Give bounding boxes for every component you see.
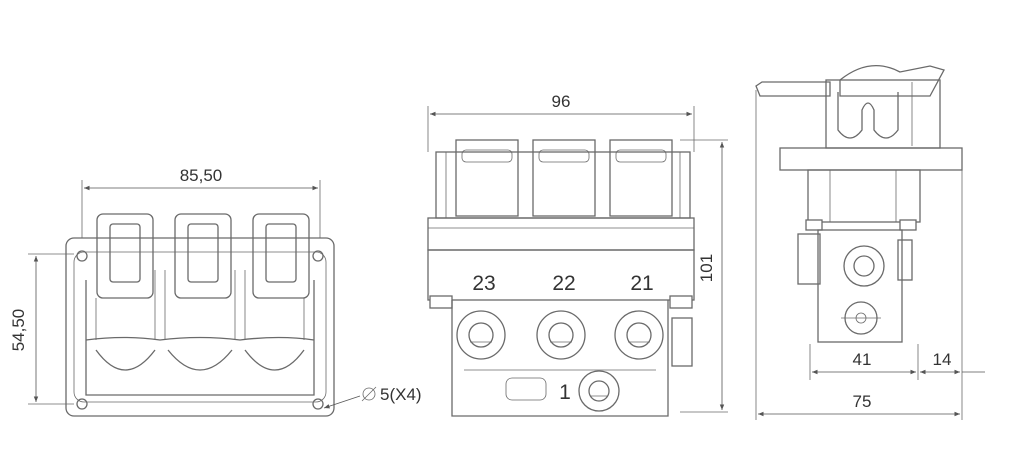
middle-view: 96 101 23 22 21 xyxy=(427,92,728,417)
diameter-symbol: ⌀ xyxy=(362,385,372,404)
hole-note: 5(X4) xyxy=(380,385,422,404)
front-view: 85,50 54,50 xyxy=(9,166,422,417)
terminal-label-23: 23 xyxy=(472,272,495,295)
middle-height-dim: 101 xyxy=(697,254,716,282)
terminal-label-21: 21 xyxy=(630,272,653,295)
side-dim-right: 14 xyxy=(933,350,952,369)
front-width-dim: 85,50 xyxy=(180,166,223,185)
terminal-label-22: 22 xyxy=(552,272,575,295)
front-height-dim: 54,50 xyxy=(9,309,28,352)
side-dim-overall: 75 xyxy=(853,392,872,411)
side-dim-inner: 41 xyxy=(853,350,872,369)
middle-width-dim: 96 xyxy=(552,92,571,111)
side-view: 41 14 75 xyxy=(755,65,985,420)
bottom-label: 1 xyxy=(559,381,571,404)
